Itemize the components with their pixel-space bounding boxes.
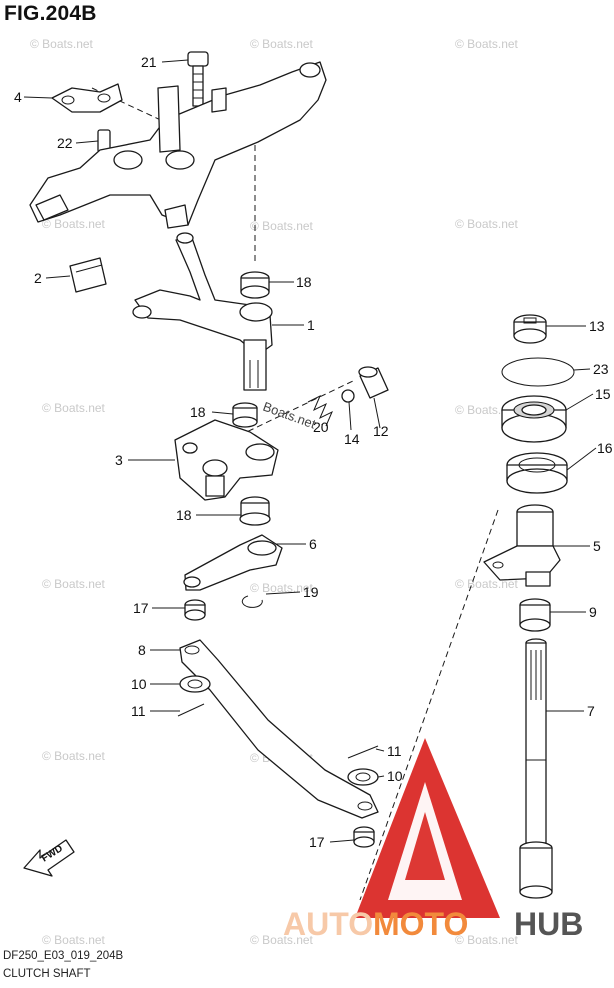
callout-labels: 21 4 22 2 18 1 18 14 12 20 3 18 6 19 17 … (14, 54, 613, 850)
callout-17: 17 (133, 600, 149, 616)
sleeve-part-12 (358, 366, 389, 399)
watermark-text: © Boats.net (42, 577, 106, 591)
callout-9: 9 (589, 604, 597, 620)
collar-part-17-lower (353, 826, 375, 848)
watermark-text: © Boats.net (250, 219, 314, 233)
callout-18: 18 (190, 404, 206, 420)
callout-19: 19 (303, 584, 319, 600)
watermark-text: © Boats.net (455, 37, 519, 51)
pin-part-11-left (177, 703, 205, 717)
nut-part-9 (519, 598, 551, 632)
callout-11: 11 (131, 703, 146, 719)
callout-12: 12 (373, 423, 389, 439)
clutch-shaft-part-7 (519, 638, 553, 899)
spring-part-20 (307, 394, 333, 427)
automotohub-logo: AUTO MOTO HUB (283, 738, 583, 942)
housing-part-5 (483, 504, 561, 587)
figure-code: DF250_E03_019_204B (3, 950, 124, 962)
callout-20: 20 (313, 419, 329, 435)
watermark-text: © Boats.net (250, 933, 314, 947)
logo-text-hub: HUB (514, 906, 583, 942)
callout-13: 13 (589, 318, 605, 334)
callout-7: 7 (587, 703, 595, 719)
callout-18: 18 (176, 507, 192, 523)
leader-lines (23, 59, 597, 843)
watermark-inline: Boats.net (261, 399, 318, 432)
figure-title: FIG.204B (4, 2, 97, 25)
plug-part-13 (513, 314, 547, 344)
callout-16: 16 (597, 440, 613, 456)
watermark-text: © Boats.net (30, 37, 94, 51)
watermark-text: © Boats.net (42, 217, 106, 231)
washer-part-10-right (347, 768, 379, 786)
logo-triangle-core (405, 812, 445, 880)
bearing-part-15 (501, 395, 567, 443)
bolt-part-21 (187, 51, 209, 107)
bushing-part-18-upper (240, 271, 270, 299)
watermark-text: © Boats.net (250, 581, 314, 595)
callout-21: 21 (141, 54, 157, 70)
callout-2: 2 (34, 270, 42, 286)
callout-5: 5 (593, 538, 601, 554)
callout-6: 6 (309, 536, 317, 552)
callout-8: 8 (138, 642, 146, 658)
bushing-part-18-middle (232, 402, 258, 428)
plate-part-4 (51, 83, 123, 113)
watermark-text: © Boats.net (455, 933, 519, 947)
bushing-part-18-lower (239, 496, 271, 526)
pin-part-11-right (347, 745, 379, 759)
rod-part-8 (179, 639, 379, 819)
watermark-text: © Boats.net (250, 37, 314, 51)
circlip-part-23 (501, 357, 575, 387)
shift-lever-part-1 (132, 232, 273, 391)
callout-4: 4 (14, 89, 22, 105)
watermark-text: © Boats.net (455, 217, 519, 231)
bracket-assembly (29, 61, 327, 229)
callout-15: 15 (595, 386, 611, 402)
watermark-text: © Boats.net (42, 401, 106, 415)
clip-part-2 (69, 257, 107, 293)
callout-17: 17 (309, 834, 325, 850)
collar-part-17-upper (184, 599, 206, 621)
callout-10: 10 (131, 676, 147, 692)
watermark-text: © Boats.net (42, 749, 106, 763)
callout-3: 3 (115, 452, 123, 468)
watermark-text: © Boats.net (42, 933, 106, 947)
seal-part-16 (506, 452, 568, 494)
callout-1: 1 (307, 317, 315, 333)
callout-11: 11 (387, 743, 402, 759)
circlip-part-19 (241, 595, 263, 608)
callout-18: 18 (296, 274, 312, 290)
arm-part-6 (183, 534, 283, 591)
ball-part-14 (341, 389, 355, 403)
housing-part-3 (174, 419, 279, 501)
callout-10: 10 (387, 768, 403, 784)
fwd-arrow-icon: FWD (23, 839, 75, 877)
callout-14: 14 (344, 431, 360, 447)
figure-caption: CLUTCH SHAFT (3, 968, 91, 980)
washer-part-10-left (179, 675, 211, 693)
callout-23: 23 (593, 361, 609, 377)
callout-22: 22 (57, 135, 73, 151)
logo-text-auto: AUTO (283, 906, 373, 942)
logo-text-moto: MOTO (373, 906, 468, 942)
